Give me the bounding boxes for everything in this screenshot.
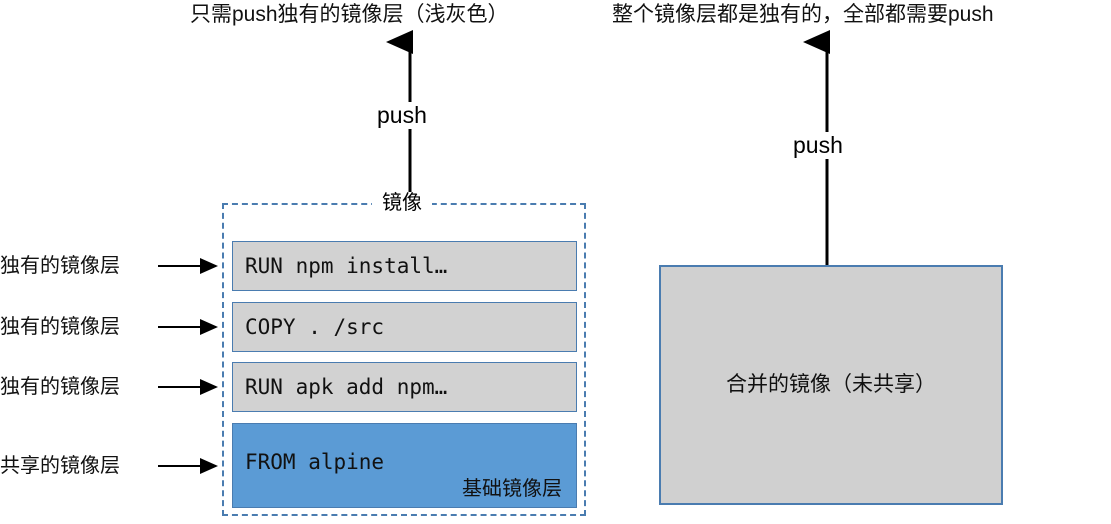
layer-row-base[interactable]: FROM alpine 基础镜像层 xyxy=(232,423,577,508)
image-container-title: 镜像 xyxy=(372,192,432,214)
caption-right: 整个镜像层都是独有的，全部都需要push xyxy=(612,3,994,26)
annotation-shared-layer: 共享的镜像层 xyxy=(0,455,120,477)
base-layer-sublabel: 基础镜像层 xyxy=(462,478,562,500)
merged-image-label: 合并的镜像（未共享） xyxy=(726,373,936,396)
annotation-arrow-4-icon xyxy=(158,458,218,474)
caption-left: 只需push独有的镜像层（浅灰色） xyxy=(190,3,509,26)
layer-command: RUN apk add npm… xyxy=(245,375,448,399)
layer-command: COPY . /src xyxy=(245,315,385,339)
annotation-unique-layer-2: 独有的镜像层 xyxy=(0,316,120,338)
push-label-left: push xyxy=(371,102,433,129)
merged-image-box[interactable]: 合并的镜像（未共享） xyxy=(659,265,1003,505)
layer-row[interactable]: RUN npm install… xyxy=(232,241,577,291)
annotation-unique-layer-3: 独有的镜像层 xyxy=(0,376,120,398)
annotation-arrow-1-icon xyxy=(158,258,218,274)
annotation-arrow-3-icon xyxy=(158,379,218,395)
push-label-right: push xyxy=(787,132,849,159)
layer-row[interactable]: COPY . /src xyxy=(232,302,577,352)
annotation-arrow-2-icon xyxy=(158,319,218,335)
layer-row[interactable]: RUN apk add npm… xyxy=(232,362,577,412)
layer-command: FROM alpine xyxy=(245,450,385,474)
layer-command: RUN npm install… xyxy=(245,254,448,278)
annotation-unique-layer-1: 独有的镜像层 xyxy=(0,255,120,277)
